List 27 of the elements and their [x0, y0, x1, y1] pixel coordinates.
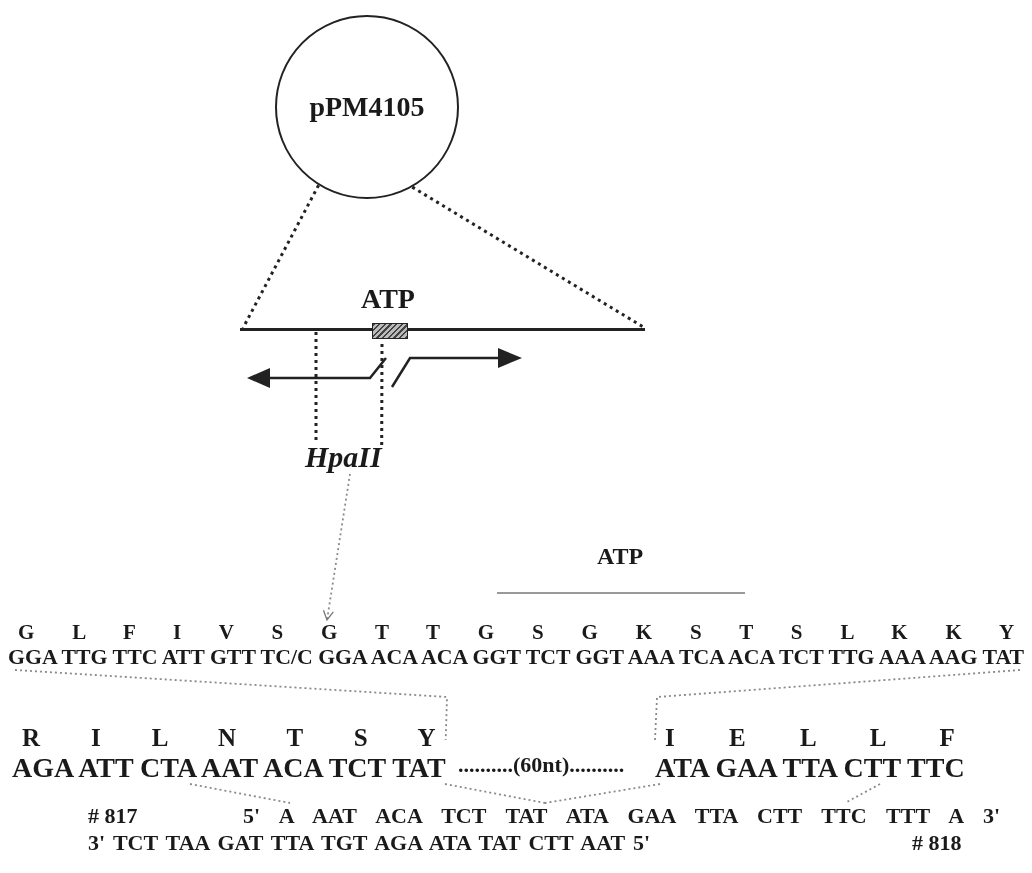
dotted-arrow: [322, 473, 351, 621]
gap-annotation: ..........(60nt)..........: [458, 752, 625, 778]
restriction-site-label: HpaII: [305, 440, 382, 473]
plasmid-name: pPM4105: [309, 91, 425, 123]
dotted-line: [654, 669, 1021, 741]
plasmid-circle: [275, 15, 459, 199]
primer-sequence: 3' TCT TAA GAT TTA TGT AGA ATA TAT CTT AAT 5': [88, 830, 650, 856]
dotted-line: [314, 331, 318, 440]
dotted-line: [189, 783, 291, 804]
dotted-line: [14, 669, 448, 741]
dna-sequence: ATA GAA TTA CTT TTC: [655, 752, 965, 784]
amino-acid-sequence: I E L L F: [665, 724, 955, 752]
gene-region-label: ATP: [597, 543, 644, 570]
primer-number: # 817: [88, 803, 138, 829]
primer-sequence: 5' A AAT ACA TCT TAT ATA GAA TTA CTT TTC TTT A 3': [243, 803, 1000, 829]
dotted-line: [411, 185, 646, 330]
dotted-line: [844, 783, 881, 804]
dotted-line: [380, 341, 384, 445]
dna-sequence: GGA TTG TTC ATT GTT TC/C GGA ACA ACA GGT TCT GGT AAA TCA ACA TCT TTG AAA AAG TAT: [8, 645, 1025, 670]
amino-acid-sequence: R I L N T S Y: [22, 724, 436, 752]
dotted-line: [444, 783, 546, 804]
amino-acid-sequence: G L F I V S G T T G S G K S T S L K K Y: [18, 620, 1015, 645]
dna-sequence: AGA ATT CTA AAT ACA TCT TAT: [12, 752, 446, 784]
gene-label: ATP: [361, 283, 415, 315]
dotted-line: [544, 783, 661, 804]
dotted-line: [241, 184, 320, 329]
primer-number: # 818: [912, 830, 962, 856]
